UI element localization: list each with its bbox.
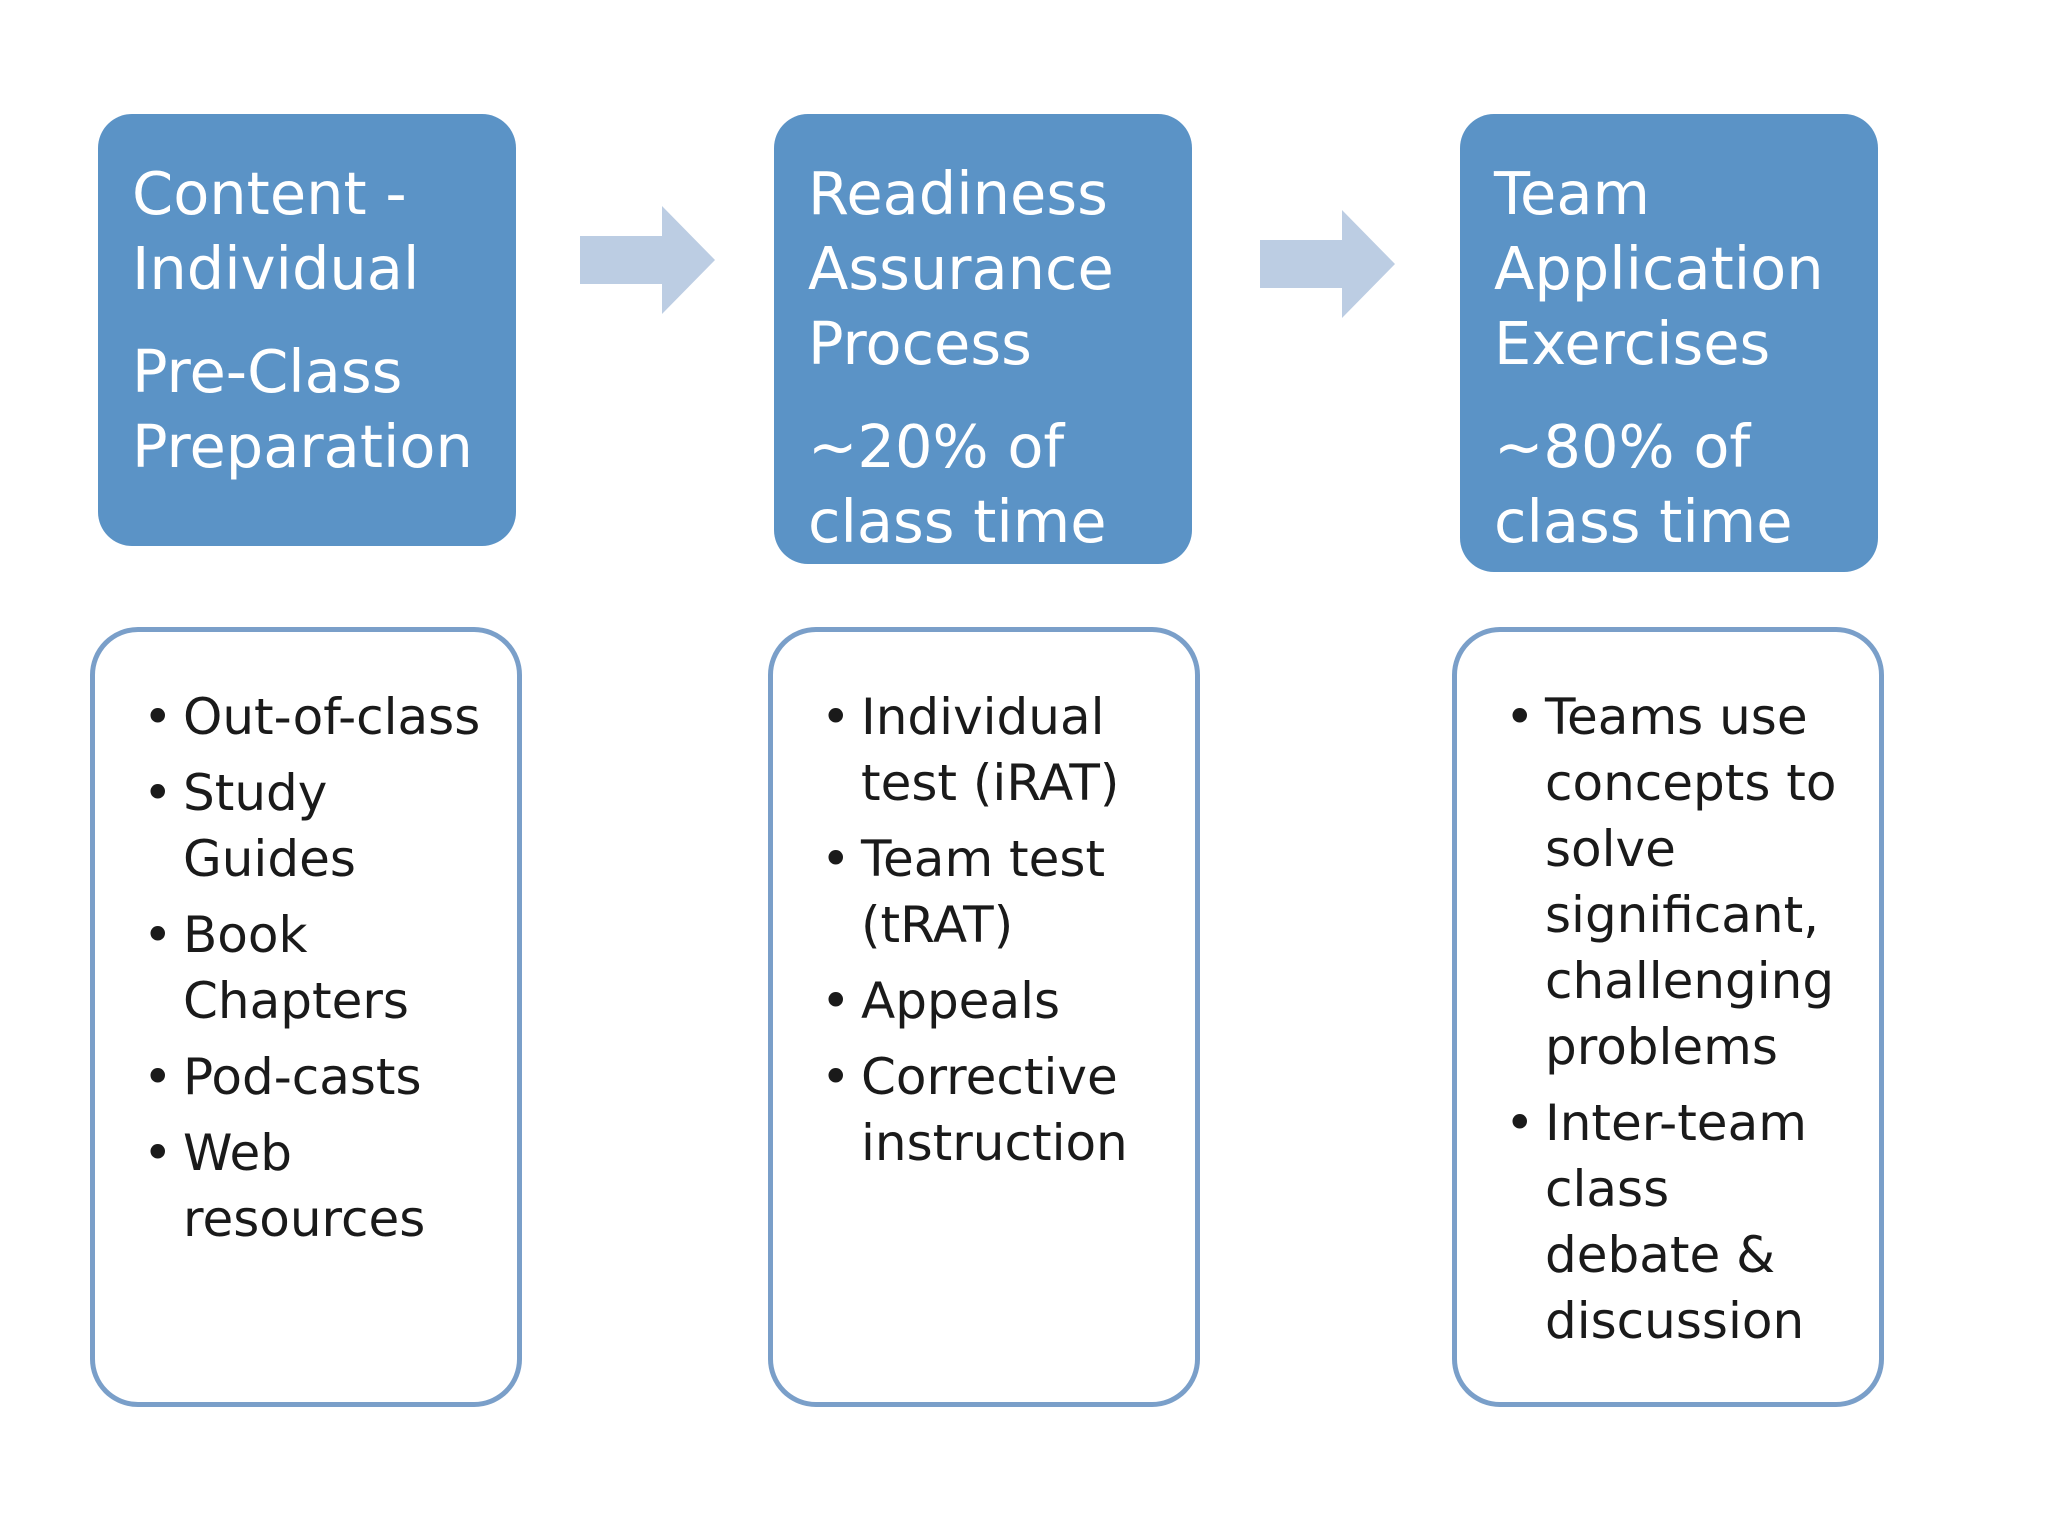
step-2-subtitle-line-2: class time (808, 487, 1107, 556)
bullet-icon: • (143, 906, 173, 964)
step-2-header-box: Readiness Assurance Process ~20% of clas… (774, 114, 1192, 564)
list-item: •Team test (tRAT) (821, 826, 1175, 958)
bullet-icon: • (143, 764, 173, 822)
step-1-title-line-2: Individual (132, 234, 420, 303)
bullet-icon: • (143, 1124, 173, 1182)
list-item: •Pod-casts (143, 1044, 497, 1110)
step-2-subtitle-line-1: ~20% of (808, 412, 1065, 481)
step-1-item-1: Out-of-class (183, 688, 481, 746)
list-item: •Study Guides (143, 760, 497, 892)
list-item: •Web resources (143, 1120, 497, 1252)
step-1-item-4: Pod-casts (183, 1048, 422, 1106)
step-2-item-4: Corrective instruction (861, 1048, 1128, 1172)
step-3-details-box: •Teams use concepts to solve significant… (1452, 627, 1884, 1407)
step-1-subtitle: Pre-Class Preparation (132, 334, 486, 484)
step-3-title-line-1: Team (1494, 159, 1650, 228)
step-2-details-box: •Individual test (iRAT) •Team test (tRAT… (768, 627, 1200, 1407)
step-2-title-line-3: Process (808, 309, 1032, 378)
step-2-subtitle: ~20% of class time (808, 409, 1162, 559)
right-arrow-icon (580, 206, 715, 314)
step-3-title-line-3: Exercises (1494, 309, 1771, 378)
step-1-details-box: •Out-of-class •Study Guides •Book Chapte… (90, 627, 522, 1407)
step-3-bullet-list: •Teams use concepts to solve significant… (1505, 684, 1859, 1354)
step-1-bullet-list: •Out-of-class •Study Guides •Book Chapte… (143, 684, 497, 1252)
step-2-bullet-list: •Individual test (iRAT) •Team test (tRAT… (821, 684, 1175, 1176)
step-3-header-box: Team Application Exercises ~80% of class… (1460, 114, 1878, 572)
step-3-subtitle: ~80% of class time (1494, 409, 1848, 559)
list-item: •Out-of-class (143, 684, 497, 750)
bullet-icon: • (821, 972, 851, 1030)
step-2-title-line-2: Assurance (808, 234, 1114, 303)
right-arrow-icon (1260, 210, 1395, 318)
step-1-title-line-1: Content - (132, 159, 407, 228)
step-2-item-3: Appeals (861, 972, 1061, 1030)
list-item: •Teams use concepts to solve significant… (1505, 684, 1859, 1080)
step-2-item-1: Individual test (iRAT) (861, 688, 1120, 812)
step-1-item-5: Web resources (183, 1124, 426, 1248)
step-1-header-box: Content - Individual Pre-Class Preparati… (98, 114, 516, 546)
bullet-icon: • (1505, 1094, 1535, 1152)
step-1-item-2: Study Guides (183, 764, 356, 888)
bullet-icon: • (821, 1048, 851, 1106)
step-3-item-1: Teams use concepts to solve significant,… (1545, 688, 1837, 1076)
bullet-icon: • (143, 688, 173, 746)
list-item: •Individual test (iRAT) (821, 684, 1175, 816)
bullet-icon: • (143, 1048, 173, 1106)
list-item: •Book Chapters (143, 902, 497, 1034)
list-item: •Appeals (821, 968, 1175, 1034)
step-1-subtitle-line-2: Preparation (132, 412, 473, 481)
step-3-item-2: Inter-team class debate & discussion (1545, 1094, 1807, 1350)
step-3-subtitle-line-1: ~80% of (1494, 412, 1751, 481)
step-3-title-line-2: Application (1494, 234, 1824, 303)
step-3-subtitle-line-2: class time (1494, 487, 1793, 556)
bullet-icon: • (1505, 688, 1535, 746)
list-item: •Corrective instruction (821, 1044, 1175, 1176)
bullet-icon: • (821, 830, 851, 888)
step-1-item-3: Book Chapters (183, 906, 409, 1030)
list-item: •Inter-team class debate & discussion (1505, 1090, 1859, 1354)
step-2-title-line-1: Readiness (808, 159, 1108, 228)
bullet-icon: • (821, 688, 851, 746)
step-2-item-2: Team test (tRAT) (861, 830, 1106, 954)
step-1-subtitle-line-1: Pre-Class (132, 337, 403, 406)
